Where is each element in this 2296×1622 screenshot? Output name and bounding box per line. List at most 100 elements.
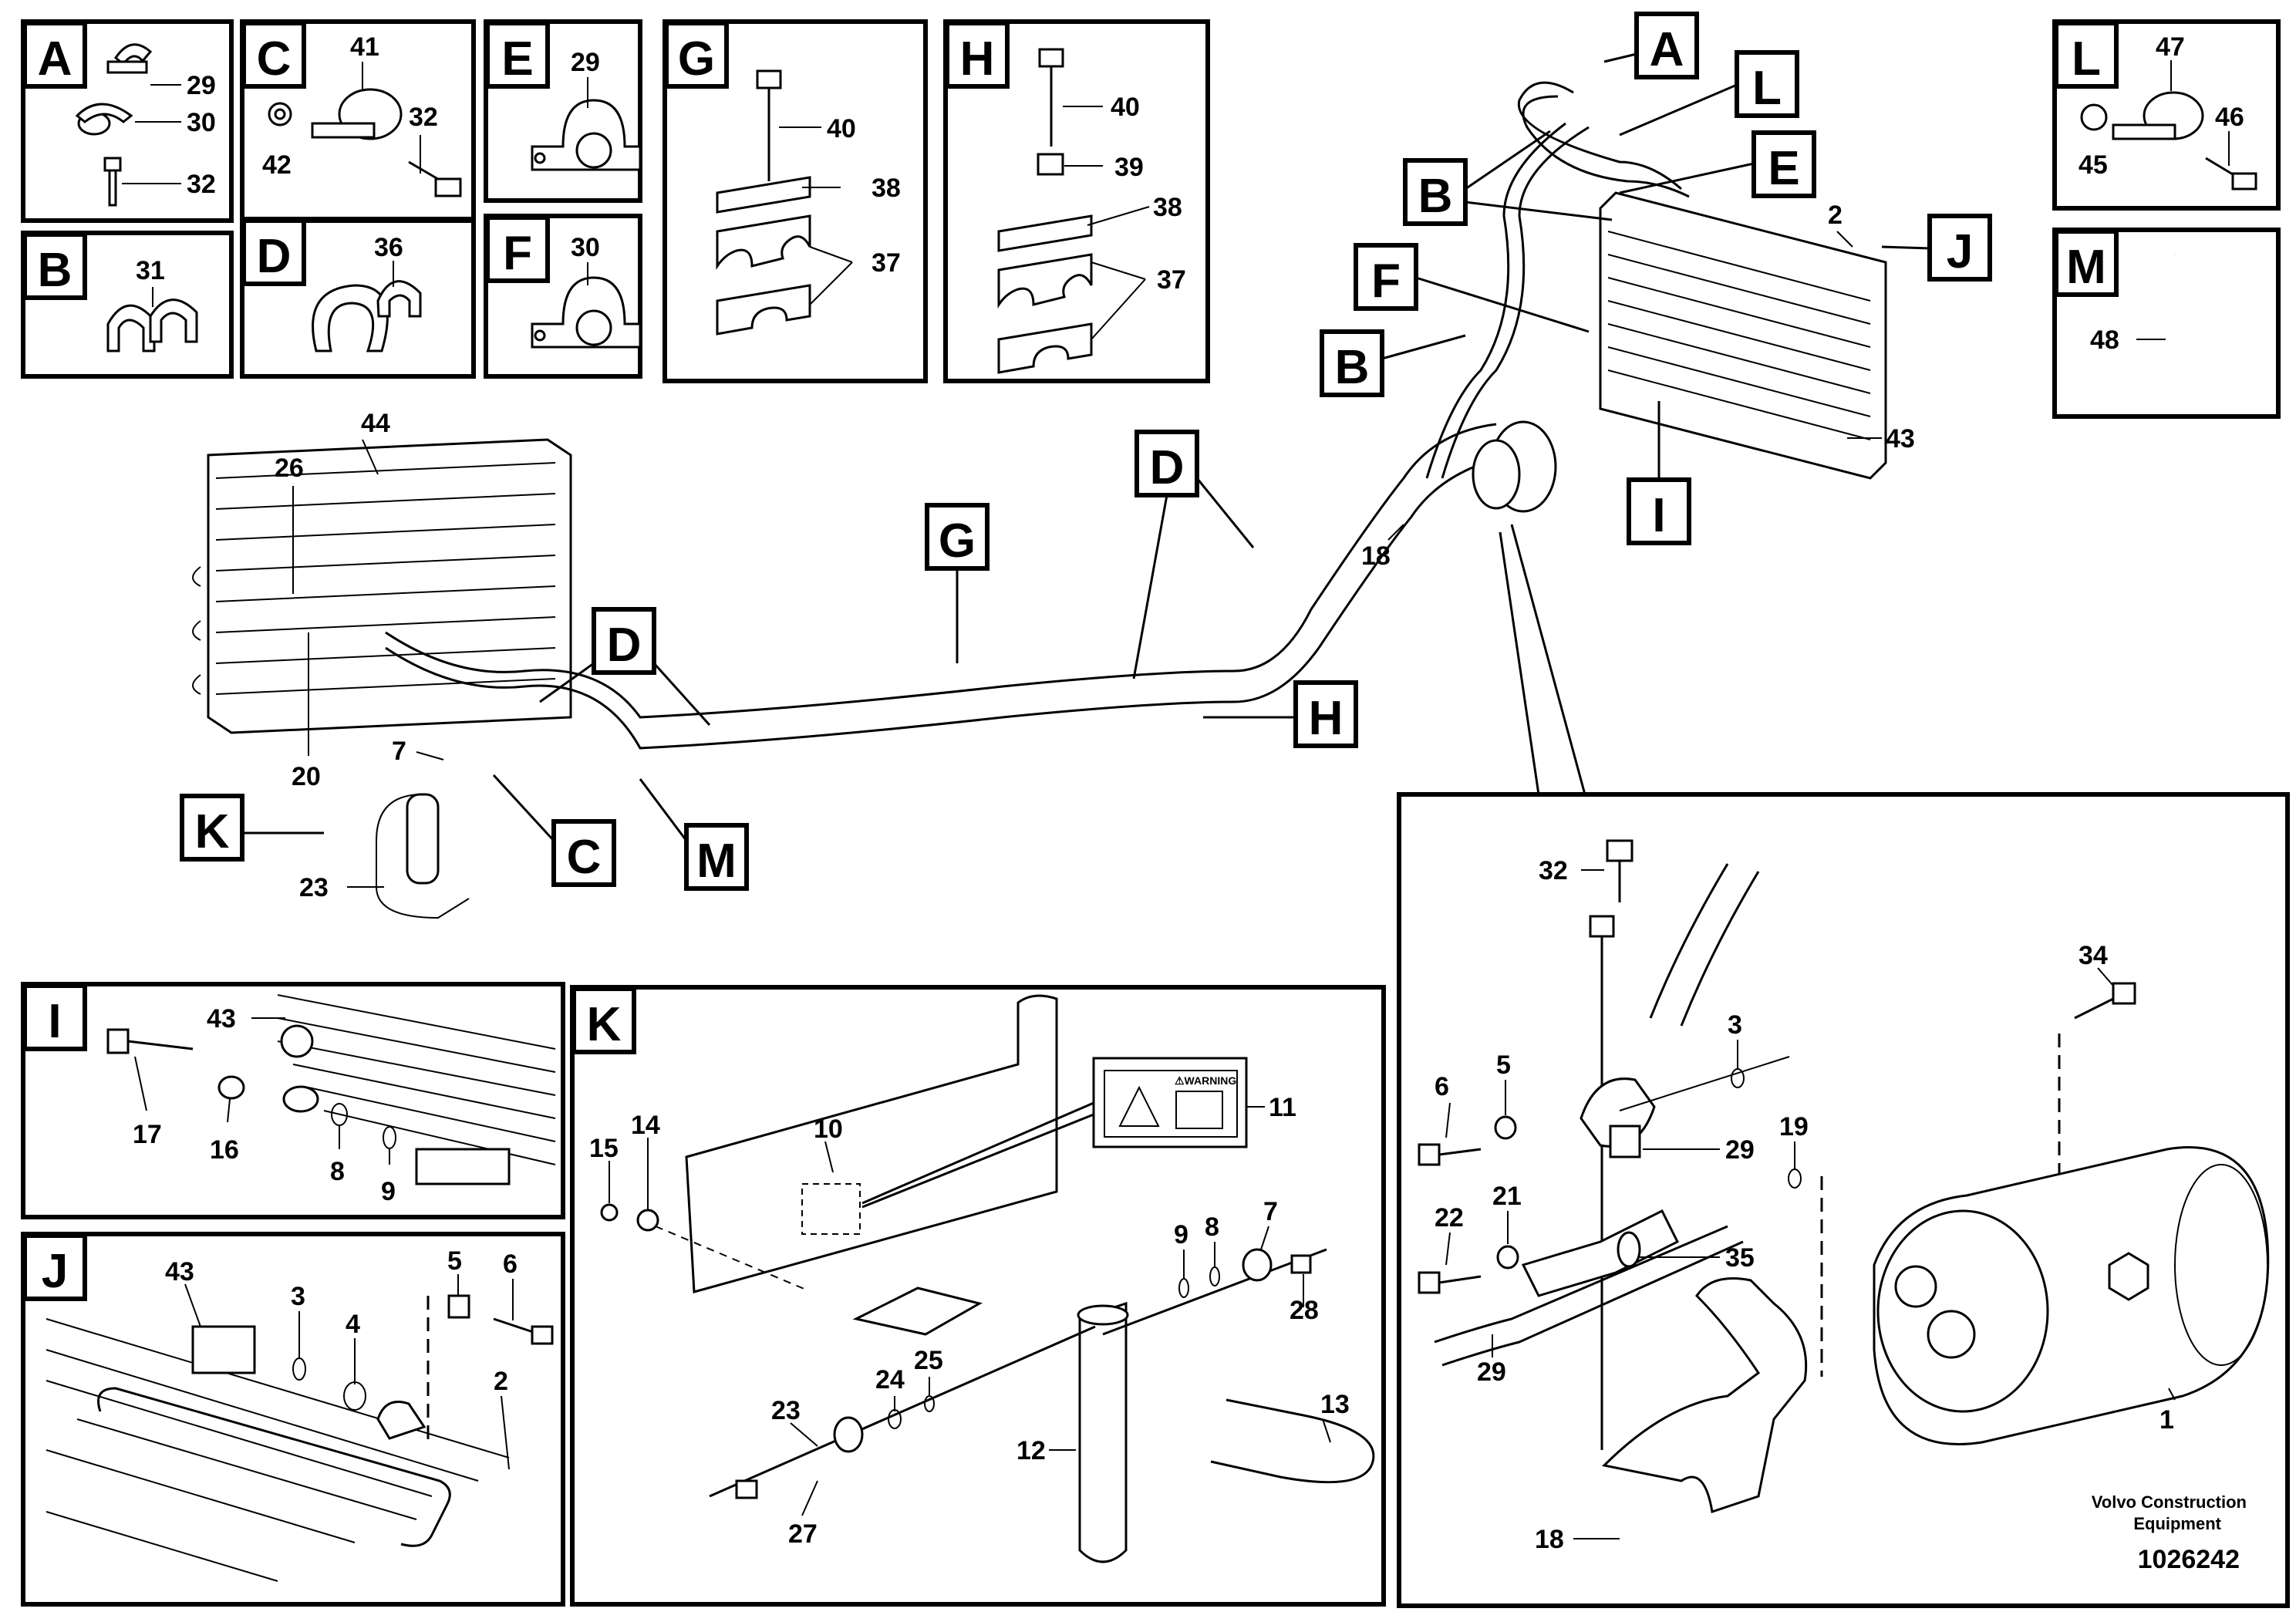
detail-d-letter: D bbox=[257, 230, 292, 283]
detail-i-letter: I bbox=[48, 995, 61, 1048]
callout-g-37: 37 bbox=[872, 248, 901, 278]
callout-i-43: 43 bbox=[207, 1004, 236, 1034]
callout-k-23: 23 bbox=[771, 1396, 801, 1425]
label-j: J bbox=[1947, 225, 1973, 278]
detail-h-letter: H bbox=[960, 32, 995, 86]
detail-l-letter: L bbox=[2072, 32, 2101, 86]
drawing-number: 1026242 bbox=[2138, 1545, 2240, 1574]
detail-e-panel: E 29 bbox=[484, 19, 642, 203]
detail-j-letter: J bbox=[42, 1245, 68, 1298]
callout-comp-35: 35 bbox=[1725, 1243, 1755, 1273]
callout-main-43: 43 bbox=[1886, 424, 1915, 454]
callout-comp-18: 29 bbox=[1477, 1357, 1506, 1387]
callout-g-40: 40 bbox=[827, 114, 856, 143]
callout-j-4: 4 bbox=[346, 1310, 360, 1339]
label-a: A bbox=[1650, 23, 1684, 76]
callout-comp-5: 5 bbox=[1496, 1050, 1511, 1080]
callout-k-11: 11 bbox=[1269, 1093, 1296, 1122]
callout-main-23: 23 bbox=[299, 873, 329, 902]
callout-comp-1: 1 bbox=[2159, 1405, 2174, 1435]
callout-k-14: 14 bbox=[631, 1111, 660, 1140]
detail-a-panel: A 29 30 32 bbox=[21, 19, 234, 223]
label-d-left: D bbox=[607, 619, 642, 672]
evaporator-coil-illustration bbox=[192, 438, 572, 734]
footer-brand-line1: Volvo Construction bbox=[2092, 1492, 2247, 1512]
callout-comp-29: 29 bbox=[1725, 1135, 1755, 1165]
label-m: M bbox=[696, 835, 737, 888]
warning-label-text: ⚠WARNING bbox=[1175, 1074, 1236, 1087]
label-b-mid: B bbox=[1335, 341, 1370, 394]
detail-m-letter: M bbox=[2066, 241, 2106, 294]
detail-g-letter: G bbox=[678, 32, 715, 86]
detail-i-panel: I 43 17 16 8 9 bbox=[21, 982, 565, 1219]
detail-k-letter: K bbox=[587, 998, 622, 1051]
detail-l-panel: L 47 45 46 bbox=[2052, 19, 2281, 211]
detail-j-panel: J 43 3 4 5 6 2 bbox=[21, 1232, 565, 1607]
callout-i-16: 16 bbox=[210, 1135, 239, 1165]
callout-main-18: 18 bbox=[1361, 541, 1391, 571]
callout-j-2: 2 bbox=[494, 1367, 508, 1396]
callout-comp-21: 21 bbox=[1492, 1182, 1522, 1211]
callout-c-42: 42 bbox=[262, 150, 292, 180]
callout-i-9: 9 bbox=[381, 1177, 396, 1206]
detail-h-panel: H 40 39 38 37 bbox=[943, 19, 1210, 383]
detail-e-letter: E bbox=[501, 32, 533, 86]
callout-c-41: 41 bbox=[350, 32, 379, 62]
callout-comp-22: 22 bbox=[1435, 1203, 1464, 1233]
label-c: C bbox=[567, 831, 602, 884]
callout-f-30: 30 bbox=[571, 233, 600, 262]
callout-j-5: 5 bbox=[447, 1246, 462, 1276]
callout-i-17: 17 bbox=[133, 1120, 162, 1149]
callout-main-2: 2 bbox=[1828, 201, 1843, 230]
callout-main-20: 20 bbox=[292, 762, 321, 791]
footer-brand-line2: Equipment bbox=[2133, 1514, 2221, 1533]
callout-i-8: 8 bbox=[330, 1157, 345, 1186]
main-view-labels: A L B E J F B I D G H D bbox=[180, 12, 1992, 891]
detail-g-panel: G 40 38 37 bbox=[663, 19, 928, 383]
callout-k-10: 10 bbox=[814, 1114, 843, 1144]
callout-h-40: 40 bbox=[1111, 93, 1140, 122]
callout-main-44: 44 bbox=[361, 409, 390, 438]
compressor-detail-panel: 29 32 29 35 6 5 22 21 3 bbox=[1397, 792, 2290, 1608]
callout-b-31: 31 bbox=[136, 256, 165, 285]
callout-comp-3: 3 bbox=[1728, 1010, 1742, 1040]
detail-f-panel: F 30 bbox=[484, 214, 642, 379]
callout-l-46: 46 bbox=[2215, 103, 2244, 132]
callout-j-3: 3 bbox=[291, 1282, 305, 1311]
label-b-top: B bbox=[1418, 170, 1453, 223]
callout-comp-19: 19 bbox=[1779, 1112, 1809, 1141]
condenser-illustration bbox=[1599, 191, 1887, 480]
callout-k-8: 8 bbox=[1205, 1212, 1219, 1242]
detail-a-letter: A bbox=[38, 32, 72, 86]
label-e: E bbox=[1768, 142, 1799, 195]
callout-h-37: 37 bbox=[1157, 265, 1186, 295]
callout-main-7: 7 bbox=[392, 737, 406, 766]
callout-j-43: 43 bbox=[165, 1257, 194, 1286]
callout-k-7: 7 bbox=[1263, 1197, 1278, 1226]
callout-e-29: 29 bbox=[571, 48, 600, 77]
callout-a-30: 30 bbox=[187, 108, 216, 137]
detail-f-letter: F bbox=[503, 227, 532, 280]
label-k: K bbox=[195, 805, 230, 858]
detail-k-panel: K 10 ⚠WARNING 11 15 14 12 bbox=[570, 985, 1386, 1607]
detail-m-panel: M 48 bbox=[2052, 228, 2281, 419]
callout-k-15: 15 bbox=[589, 1134, 619, 1163]
callout-a-29: 29 bbox=[187, 71, 216, 100]
detail-b-letter: B bbox=[38, 244, 72, 297]
callout-k-13: 13 bbox=[1320, 1390, 1350, 1419]
detail-d-panel: D 36 bbox=[240, 217, 476, 379]
detail-b-panel: B 31 bbox=[21, 231, 234, 379]
callout-h-38: 38 bbox=[1153, 193, 1182, 222]
callout-comp-6: 6 bbox=[1435, 1072, 1449, 1101]
callout-comp-34: 34 bbox=[2079, 941, 2108, 970]
label-d-right: D bbox=[1150, 441, 1185, 494]
callout-m-48: 48 bbox=[2090, 325, 2119, 355]
callout-k-12: 12 bbox=[1017, 1436, 1046, 1465]
callout-d-36: 36 bbox=[374, 233, 403, 262]
callout-k-25: 25 bbox=[914, 1346, 943, 1375]
callout-k-28: 28 bbox=[1290, 1296, 1319, 1325]
callout-l-45: 45 bbox=[2079, 150, 2108, 180]
callout-k-24: 24 bbox=[875, 1365, 905, 1394]
callout-comp-32: 32 bbox=[1539, 856, 1568, 885]
callout-c-32: 32 bbox=[409, 103, 438, 132]
